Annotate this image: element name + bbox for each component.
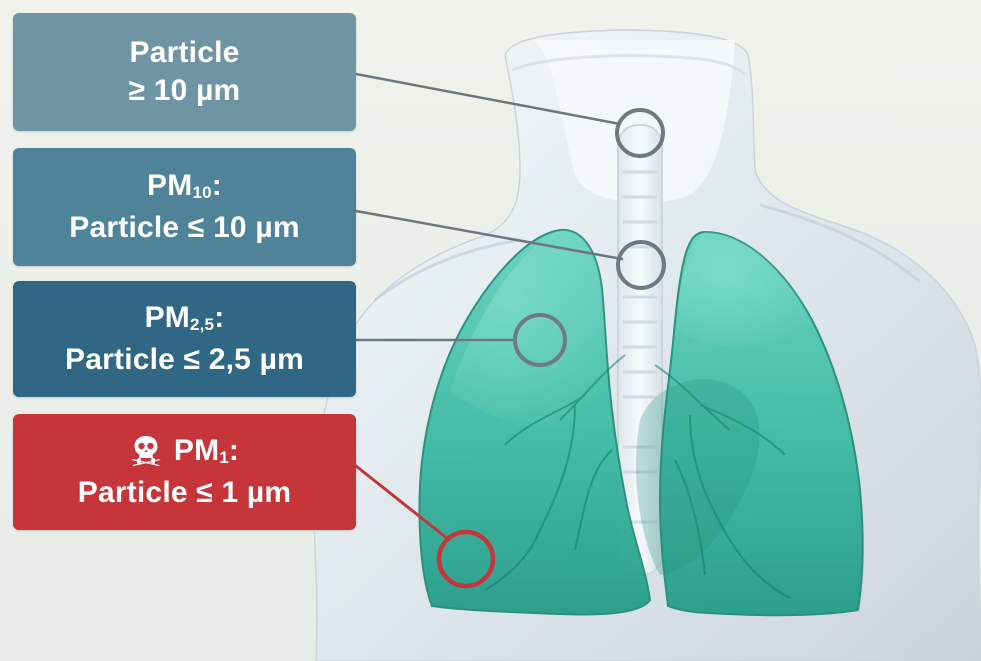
label-size: ≥ 10 µm (129, 72, 241, 110)
label-pm10: PM10: Particle ≤ 10 µm (13, 148, 356, 266)
pm-prefix: PM (174, 434, 219, 467)
label-pm25: PM2,5: Particle ≤ 2,5 µm (13, 281, 356, 397)
label-size: Particle ≤ 2,5 µm (65, 341, 304, 379)
pm-colon: : (212, 169, 222, 202)
label-size: Particle ≤ 10 µm (69, 209, 299, 247)
pm-subscript: 1 (219, 448, 229, 467)
pm-subscript: 2,5 (190, 315, 214, 334)
skull-crossbones-icon (130, 434, 162, 466)
label-size: Particle ≤ 1 µm (78, 474, 292, 512)
pm-colon: : (229, 434, 239, 467)
label-title: PM10: (147, 167, 222, 209)
label-pm1: PM1: Particle ≤ 1 µm (13, 414, 356, 530)
label-title: PM2,5: (145, 299, 225, 341)
label-particle-10-or-more: Particle ≥ 10 µm (13, 13, 356, 131)
label-title: PM1: (130, 432, 239, 474)
pm-prefix: PM (147, 169, 192, 202)
pm-colon: : (214, 301, 224, 334)
label-title: Particle (130, 34, 240, 72)
pm-prefix: PM (145, 301, 190, 334)
pm-subscript: 10 (192, 183, 211, 202)
